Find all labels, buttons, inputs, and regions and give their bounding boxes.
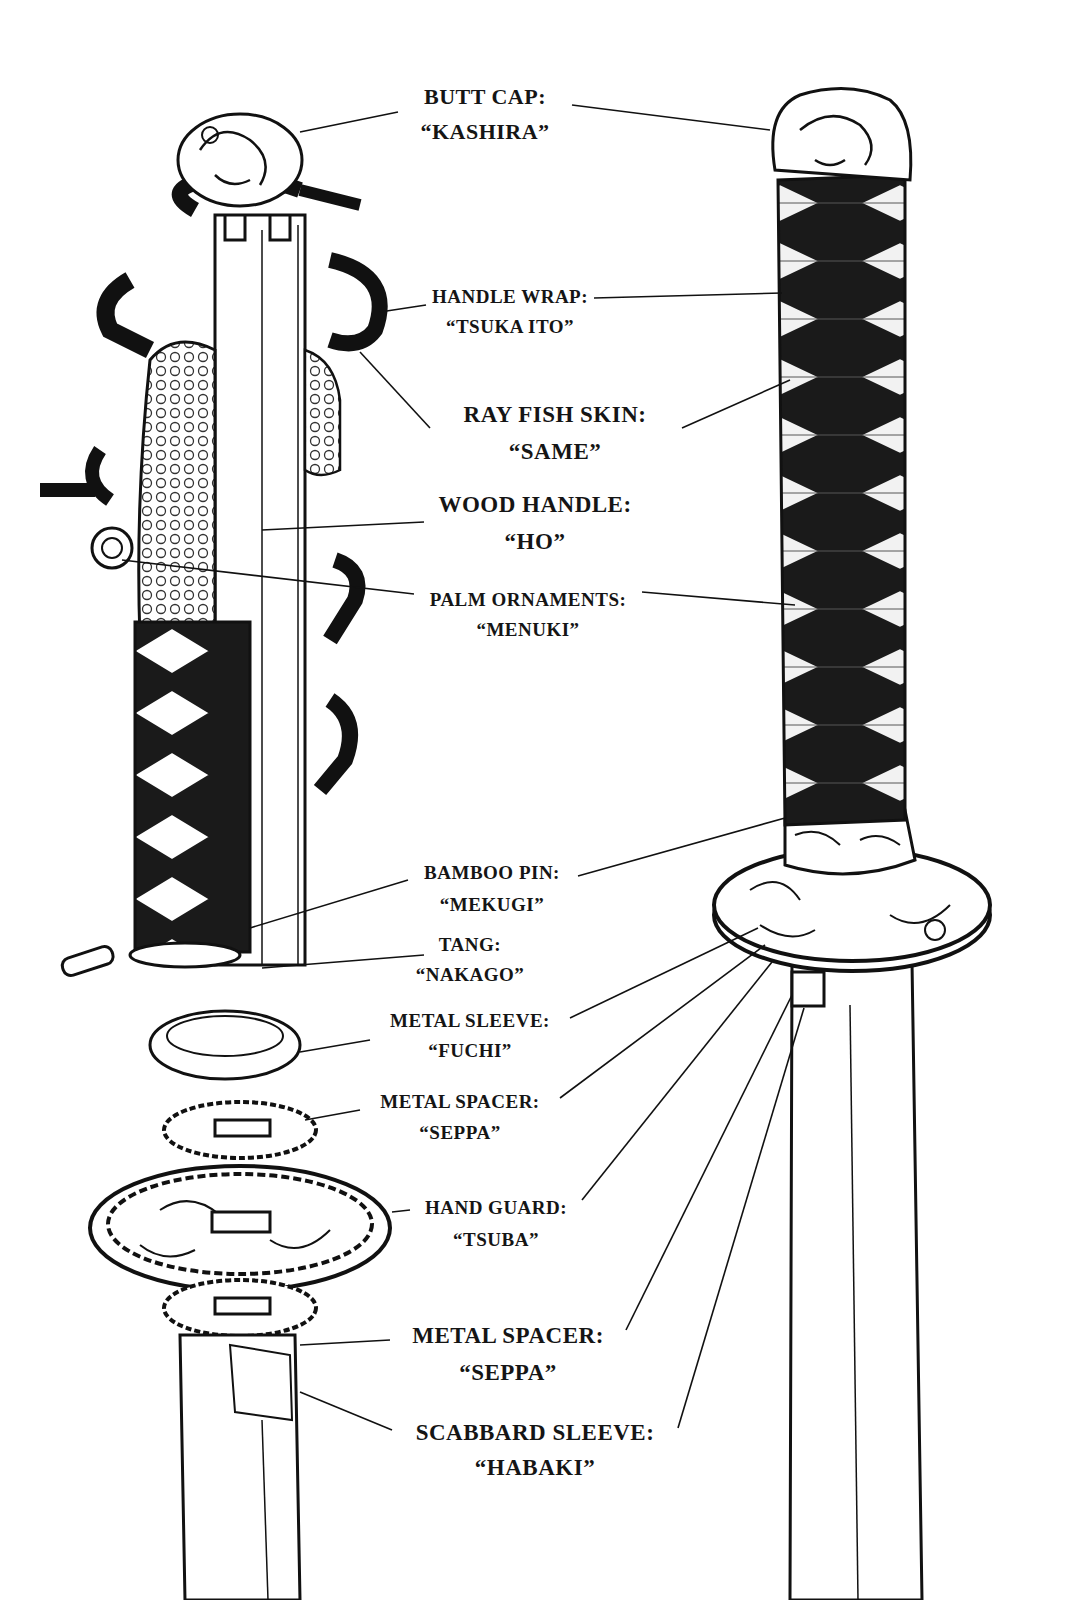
- part-name: WOOD HANDLE:: [436, 492, 633, 517]
- japanese-term: “KASHIRA”: [418, 120, 551, 144]
- japanese-term: “MEKUGI”: [438, 895, 546, 916]
- japanese-term: “TSUBA”: [451, 1230, 541, 1251]
- japanese-term: “SEPPA”: [457, 1360, 559, 1385]
- japanese-term: “TSUKA ITO”: [444, 317, 576, 338]
- part-name: HAND GUARD:: [423, 1198, 569, 1219]
- part-name: BUTT CAP:: [422, 85, 548, 109]
- japanese-term: “NAKAGO”: [414, 965, 527, 986]
- japanese-term: “SEPPA”: [417, 1123, 502, 1144]
- japanese-term: “SAME”: [507, 439, 603, 464]
- japanese-term: “MENUKI”: [474, 620, 581, 641]
- japanese-term: “HABAKI”: [473, 1455, 597, 1480]
- part-name: TANG:: [437, 935, 503, 956]
- part-name: HANDLE WRAP:: [430, 287, 590, 308]
- part-name: RAY FISH SKIN:: [462, 402, 649, 427]
- part-name: PALM ORNAMENTS:: [428, 590, 629, 611]
- japanese-term: “FUCHI”: [426, 1041, 514, 1062]
- part-name: METAL SPACER:: [410, 1323, 606, 1348]
- part-name: BAMBOO PIN:: [422, 863, 562, 884]
- part-name: METAL SPACER:: [378, 1092, 541, 1113]
- part-name: METAL SLEEVE:: [388, 1011, 552, 1032]
- japanese-term: “HO”: [503, 529, 568, 554]
- part-name: SCABBARD SLEEVE:: [414, 1420, 657, 1445]
